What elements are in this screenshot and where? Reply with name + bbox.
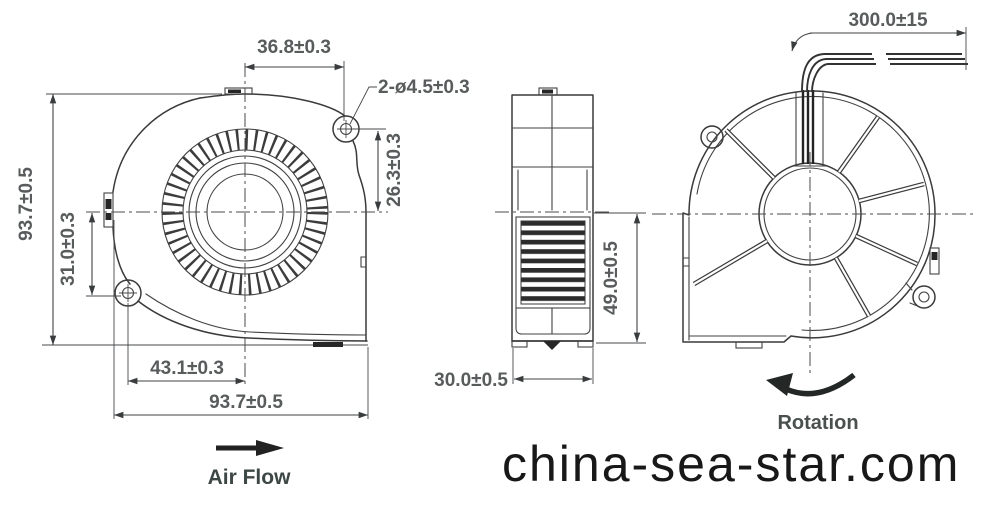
- rear-mount-ear-bottom-right: [905, 282, 936, 309]
- rotation-arrow-icon: [766, 372, 856, 397]
- rear-spokes: [692, 115, 925, 318]
- front-dimensions: 36.8±0.3 2-ø4.5±0.3 26.3±0.3 93.7±0.5 31…: [16, 37, 470, 419]
- dim-hole-above-center: 26.3±0.3: [384, 133, 405, 207]
- dim-hole-left-of-center: 43.1±0.3: [150, 358, 224, 379]
- air-flow-label: Air Flow: [208, 466, 291, 489]
- rear-housing-outline: [682, 90, 940, 349]
- dim-mount-holes: 2-ø4.5±0.3: [378, 77, 470, 98]
- front-mount-hole-bottom-left: [114, 279, 142, 307]
- side-outlet-grill: [520, 220, 586, 305]
- front-housing-outline: [42, 87, 368, 347]
- side-bottom-wedge: [543, 341, 561, 350]
- front-bottom-tab: [313, 342, 343, 347]
- dim-mount-hole-offset-x: 36.8±0.3: [257, 37, 331, 58]
- airflow-annotation: Air Flow: [208, 440, 291, 489]
- side-body: [511, 87, 594, 350]
- rear-centerlines: [652, 152, 976, 377]
- dim-overall-width: 93.7±0.5: [209, 392, 283, 413]
- rear-dimensions: 300.0±15: [791, 10, 967, 70]
- dim-depth: 30.0±0.5: [434, 370, 508, 391]
- dim-hole-below-center: 31.0±0.3: [58, 212, 79, 286]
- front-view: 36.8±0.3 2-ø4.5±0.3 26.3±0.3 93.7±0.5 31…: [16, 37, 470, 489]
- rear-wire-channel: [792, 90, 827, 167]
- rear-view: 300.0±15 Rotation: [652, 10, 976, 434]
- rear-mount-ear-top-left: [700, 125, 724, 149]
- side-view: 49.0±0.5 30.0±0.5: [434, 87, 646, 391]
- dim-overall-height: 93.7±0.5: [16, 167, 37, 241]
- watermark: china-sea-star.com: [502, 436, 960, 492]
- side-dimensions: 49.0±0.5 30.0±0.5: [434, 212, 646, 391]
- lead-wires: [801, 53, 968, 93]
- rotation-label: Rotation: [777, 412, 858, 434]
- dim-outlet-height: 49.0±0.5: [601, 241, 622, 315]
- rotation-annotation: Rotation: [766, 372, 859, 434]
- air-flow-arrow-icon: [216, 440, 284, 456]
- dim-lead-wire-length: 300.0±15: [848, 10, 928, 31]
- front-centerlines: [86, 63, 388, 386]
